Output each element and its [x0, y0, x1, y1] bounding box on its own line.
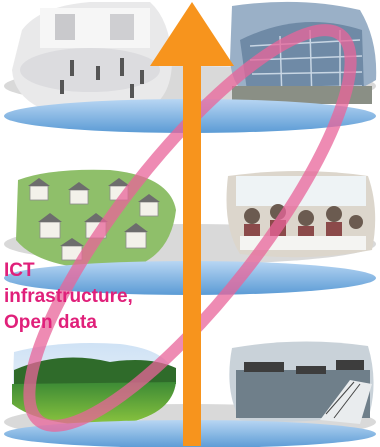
community-dining-photo: [226, 171, 376, 258]
ict-infrastructure-label: ICT infrastructure, Open data: [4, 258, 133, 336]
housing-development-photo: [16, 169, 176, 270]
orange-up-arrow: [150, 2, 234, 446]
label-line-2: infrastructure,: [4, 286, 133, 307]
exhibition-hall-photo: [12, 2, 172, 108]
label-line-1: ICT: [4, 260, 35, 281]
harbor-photo: [229, 341, 374, 424]
label-line-3: Open data: [4, 312, 97, 333]
